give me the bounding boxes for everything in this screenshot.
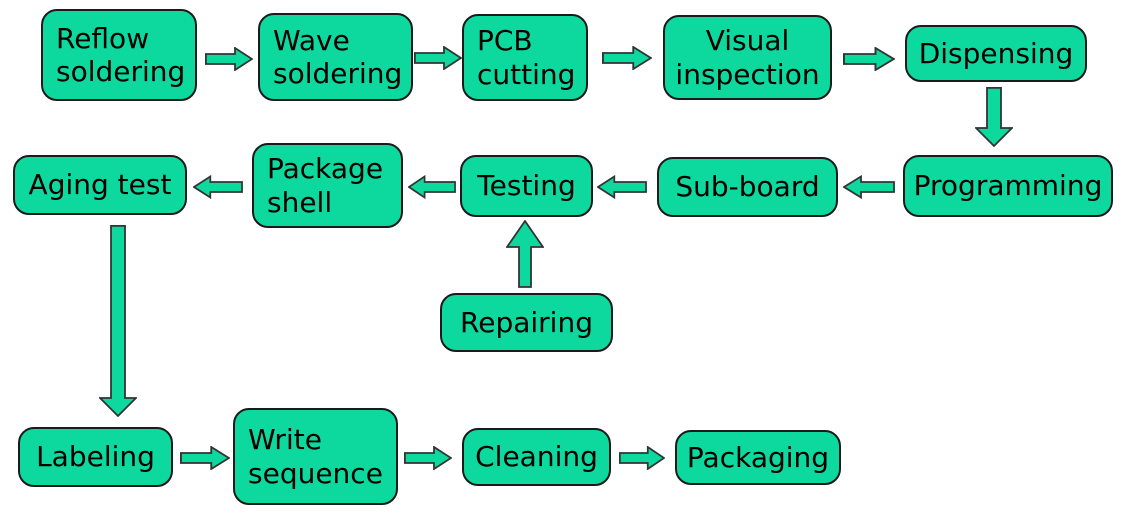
packageshell-to-agingtest-arrow [193,175,243,199]
labeling-to-writesequence-arrow [180,446,230,470]
node-package-shell: Package shell [252,143,403,228]
pcb-to-visual-arrow [602,46,652,70]
node-visual-inspection: Visual inspection [663,15,832,100]
node-cleaning: Cleaning [462,428,611,486]
repairing-to-testing-arrow [506,220,544,288]
writesequence-to-cleaning-arrow [404,446,452,470]
visual-to-dispensing-arrow [843,47,895,71]
node-reflow-soldering: Reflow soldering [41,9,197,101]
node-wave-soldering: Wave soldering [258,13,413,101]
node-repairing: Repairing [440,293,613,352]
node-aging-test: Aging test [13,155,187,215]
node-write-sequence: Write sequence [233,408,398,505]
cleaning-to-packaging-arrow [619,446,665,470]
node-testing: Testing [460,155,593,217]
reflow-to-wave-arrow [205,47,253,71]
node-programming: Programming [903,155,1113,217]
agingtest-to-labeling-arrow [99,225,137,417]
programming-to-subboard-arrow [843,175,895,199]
node-packaging: Packaging [675,430,841,485]
node-labeling: Labeling [18,427,173,487]
node-sub-board: Sub-board [657,157,838,217]
subboard-to-testing-arrow [597,175,647,199]
testing-to-packageshell-arrow [408,175,456,199]
dispensing-to-programming-arrow [975,87,1013,147]
wave-to-pcb-arrow [414,46,462,70]
node-dispensing: Dispensing [905,25,1087,82]
node-pcb-cutting: PCB cutting [462,14,588,101]
